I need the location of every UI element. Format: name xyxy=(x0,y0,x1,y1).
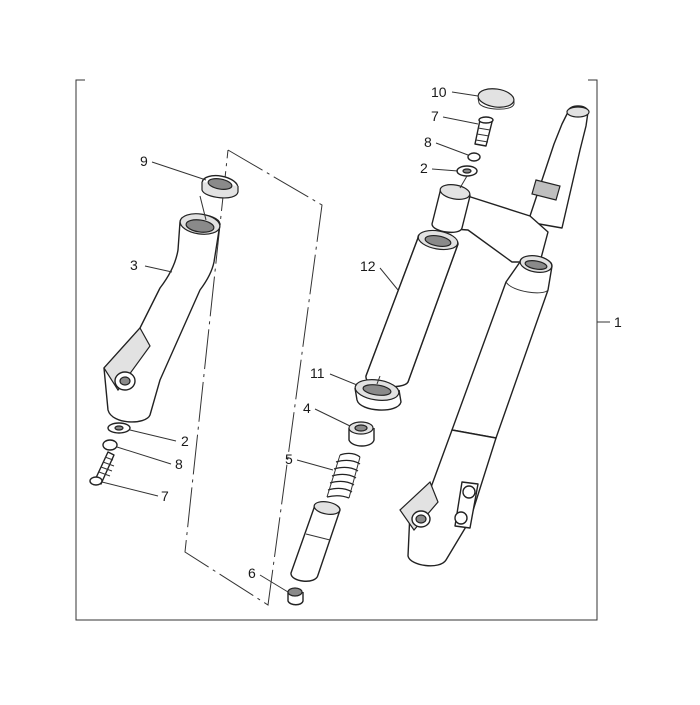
leader-lines xyxy=(101,91,479,593)
callout-11: 11 xyxy=(310,365,325,381)
callout-5: 5 xyxy=(285,451,293,467)
inner-tube-12 xyxy=(365,229,459,388)
lock-washer-8-left xyxy=(102,439,118,451)
seal-ring-9 xyxy=(201,174,239,199)
subassembly-outline xyxy=(184,149,323,606)
assembly-frame xyxy=(75,79,610,621)
bolt-7-left xyxy=(89,451,115,486)
spacer-4 xyxy=(348,421,375,447)
callout-10: 10 xyxy=(431,84,447,100)
bolt-7-right xyxy=(474,116,494,147)
damper-rod xyxy=(290,501,341,582)
fork-assembly xyxy=(399,105,590,567)
callout-7-right: 7 xyxy=(431,108,439,124)
callout-labels: 10 7 8 2 12 1 9 3 11 4 5 2 8 7 6 xyxy=(130,84,622,581)
callout-2-left: 2 xyxy=(181,433,189,449)
callout-4: 4 xyxy=(303,400,311,416)
fork-slider-left xyxy=(103,213,221,423)
callout-9: 9 xyxy=(140,153,148,169)
callout-7-left: 7 xyxy=(161,488,169,504)
callout-3: 3 xyxy=(130,257,138,273)
callout-12: 12 xyxy=(360,258,376,274)
callout-8-right: 8 xyxy=(424,134,432,150)
lock-washer-8-right xyxy=(467,152,481,162)
spring-5 xyxy=(326,452,361,499)
plug-6 xyxy=(287,587,304,606)
callout-1: 1 xyxy=(614,314,622,330)
bushing-11 xyxy=(354,379,402,411)
washer-2-left xyxy=(107,422,131,434)
callout-8-left: 8 xyxy=(175,456,183,472)
washer-2-right xyxy=(456,165,478,177)
callout-6: 6 xyxy=(248,565,256,581)
cap-10 xyxy=(477,88,515,110)
callout-2-right: 2 xyxy=(420,160,428,176)
